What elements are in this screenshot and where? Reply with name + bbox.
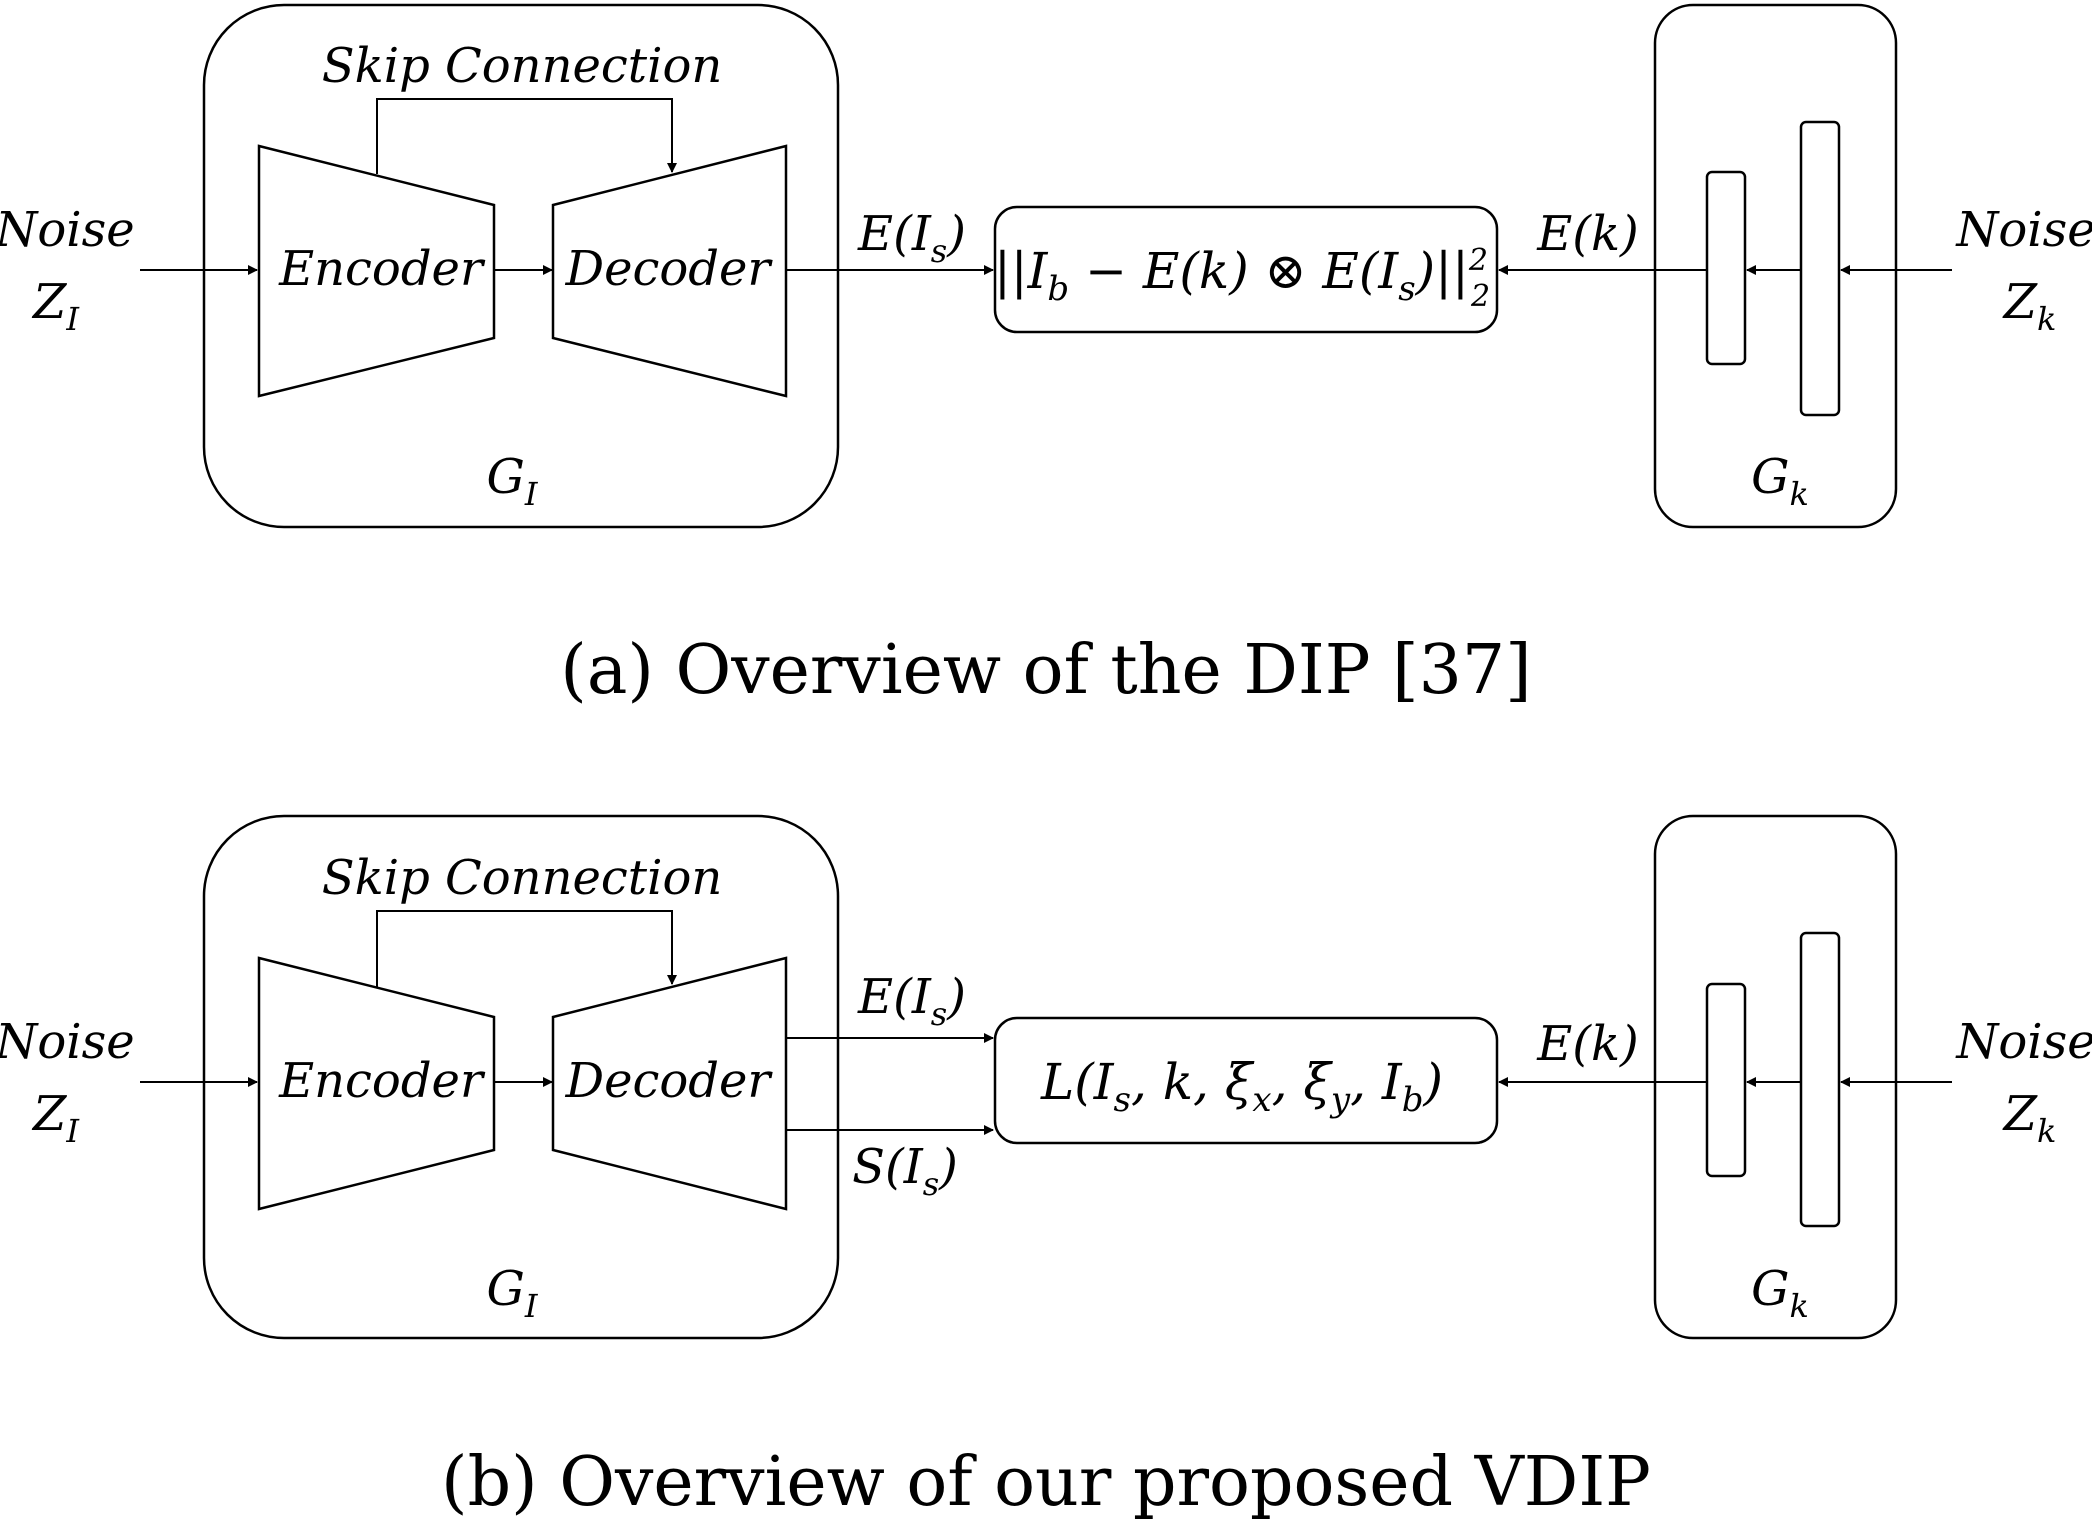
noise-left-label: Noise xyxy=(0,202,135,258)
noise-left-symbol: ZI xyxy=(31,274,80,338)
skip-connection-label: Skip Connection xyxy=(322,850,723,906)
loss-formula: L(Is, k, ξx, ξy, Ib) xyxy=(1040,1053,1443,1120)
estimated-sigma-label: S(Is) xyxy=(852,1139,958,1203)
estimated-kernel-label: E(k) xyxy=(1536,206,1639,262)
kernel-layer-small xyxy=(1705,982,1747,1178)
caption-a: (a) Overview of the DIP [37] xyxy=(560,631,1531,710)
decoder-label: Decoder xyxy=(565,1053,774,1109)
noise-right-label: Noise xyxy=(1955,1014,2092,1070)
kernel-generator-box xyxy=(1653,3,1898,529)
kernel-generator-label: Gk xyxy=(1751,1261,1809,1325)
noise-right-label: Noise xyxy=(1955,202,2092,258)
decoder-shape xyxy=(551,144,788,398)
panel-b: Noise ZI Skip Connection Encoder Decoder… xyxy=(0,814,2092,1522)
loss-box xyxy=(993,1016,1499,1145)
encoder-label: Encoder xyxy=(278,1053,486,1109)
encoder-shape xyxy=(257,144,496,398)
skip-connection-arrow xyxy=(376,910,677,987)
skip-connection-label: Skip Connection xyxy=(322,38,723,94)
noise-left-label: Noise xyxy=(0,1014,135,1070)
image-generator-box xyxy=(202,814,840,1340)
decoder-shape xyxy=(551,956,788,1211)
panel-a: Noise ZI Skip Connection Encoder Decoder… xyxy=(0,3,2092,710)
kernel-layer-large xyxy=(1799,931,1841,1228)
kernel-generator-label: Gk xyxy=(1751,449,1809,513)
encoder-label: Encoder xyxy=(278,241,486,297)
kernel-layer-small xyxy=(1705,170,1747,366)
caption-b: (b) Overview of our proposed VDIP xyxy=(441,1443,1651,1522)
kernel-generator-box xyxy=(1653,814,1898,1340)
image-generator-label: GI xyxy=(487,449,539,513)
skip-connection-arrow xyxy=(376,98,677,174)
estimated-kernel-label: E(k) xyxy=(1536,1016,1639,1072)
image-generator-label: GI xyxy=(487,1261,539,1325)
noise-right-symbol: Zk xyxy=(2002,1086,2057,1150)
estimated-image-label: E(Is) xyxy=(857,969,966,1033)
loss-box xyxy=(993,205,1499,334)
decoder-label: Decoder xyxy=(565,241,774,297)
estimated-image-label: E(Is) xyxy=(857,206,966,270)
noise-left-symbol: ZI xyxy=(31,1086,80,1150)
kernel-layer-large xyxy=(1799,120,1841,417)
image-generator-box xyxy=(202,3,840,529)
noise-right-symbol: Zk xyxy=(2002,274,2057,338)
encoder-shape xyxy=(257,956,496,1211)
